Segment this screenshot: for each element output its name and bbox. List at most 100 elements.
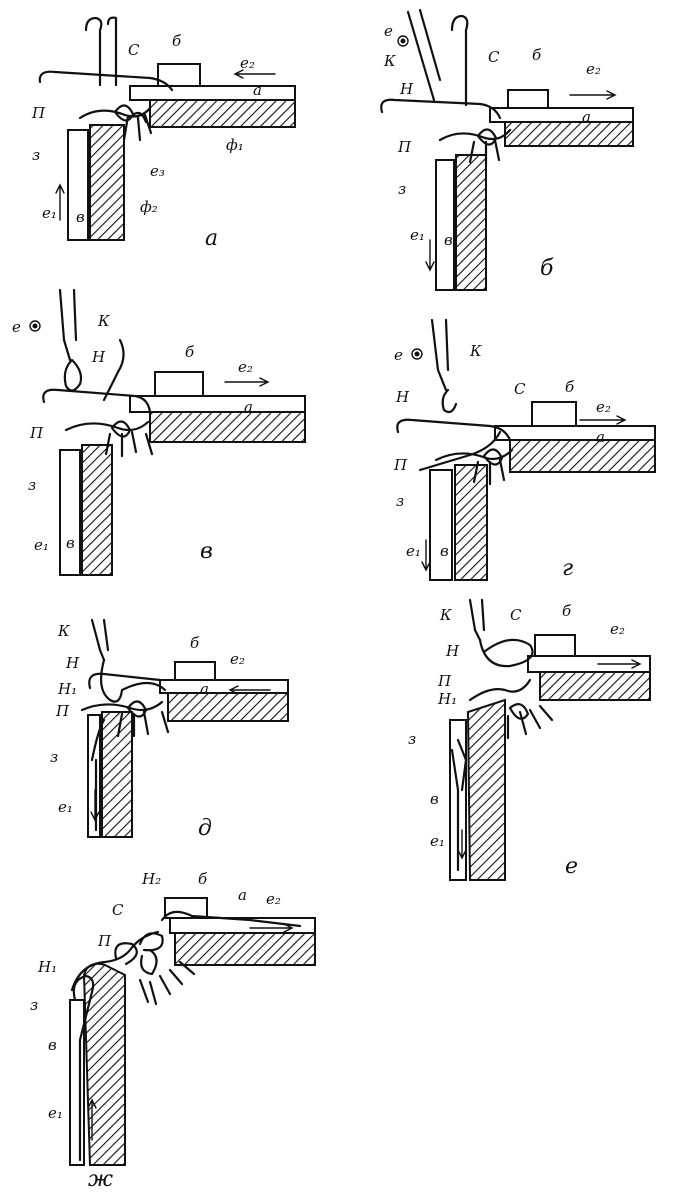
label-S: С [128, 41, 140, 59]
panel-c: е К Н б е₂ а П з е₁ в в [12, 288, 306, 576]
label-N2: Н₂ [141, 870, 161, 888]
sinker-hook [88, 672, 162, 690]
motion-arrow-e2 [249, 923, 294, 933]
label-S: С [488, 48, 500, 66]
label-z: з [28, 476, 36, 494]
label-K: К [57, 622, 70, 640]
motion-arrow-e1 [425, 239, 435, 272]
label-N: Н [445, 642, 460, 660]
panel-caption: ж [88, 1167, 113, 1192]
panel-b: е К Н С б е₂ а П з е₁ в б [380, 8, 634, 291]
latch-needle [84, 16, 118, 87]
label-a: а [582, 108, 591, 126]
sinker-hook [38, 70, 174, 92]
label-N: Н [91, 348, 106, 366]
label-z: з [398, 180, 406, 198]
panel-caption: в [200, 539, 213, 564]
panel-g: Н₂ б а е₂ С П Н₁ з в е₁ ж [30, 870, 316, 1192]
sinker-hook [396, 418, 512, 442]
label-z: з [396, 492, 404, 510]
panel-f: К Н С б е₂ П Н₁ з в е₁ е [408, 598, 651, 881]
label-e1: е₁ [48, 1104, 63, 1122]
label-P: П [55, 702, 70, 720]
label-S: С [514, 380, 526, 398]
yarn-loop-N [63, 358, 83, 392]
vertical-needle-bed [429, 464, 488, 581]
label-b: б [198, 870, 208, 888]
horizontal-needle-bed [129, 395, 306, 443]
yarn-loops [438, 128, 512, 166]
yarn-carrier [406, 8, 442, 102]
cam-block [174, 661, 216, 681]
label-e1: е₁ [410, 226, 425, 244]
horizontal-needle-bed [494, 425, 656, 473]
label-e2: е₂ [238, 358, 253, 376]
label-K: К [97, 312, 110, 330]
panel-caption: е [565, 854, 578, 879]
motion-arrow-e1 [90, 789, 100, 822]
horizontal-needle-bed [129, 85, 296, 128]
horizontal-needle-bed [489, 107, 634, 147]
label-e: е [394, 346, 403, 364]
label-v: в [444, 231, 453, 249]
label-e2: е₂ [596, 398, 611, 416]
label-N: Н [395, 388, 410, 406]
label-e: е [384, 22, 393, 40]
label-K: К [383, 52, 396, 70]
label-a: а [253, 81, 262, 99]
label-f2: ф₂ [140, 198, 158, 216]
label-a: а [238, 886, 247, 904]
panel-a: С б е₂ а П з е₃ ф₁ е₁ в ф₂ а [31, 16, 296, 251]
label-P: П [393, 456, 408, 474]
label-b: б [565, 378, 575, 396]
motion-arrow-e1 [457, 829, 467, 860]
label-P: П [97, 932, 112, 950]
latch-needle [102, 338, 125, 402]
label-v: в [66, 534, 75, 552]
motion-arrow-e1 [421, 539, 431, 572]
yarn-loop-N1 [99, 658, 167, 703]
label-v: в [48, 1036, 57, 1054]
label-f1: ф₁ [226, 136, 244, 154]
yarn-guide-eye [397, 35, 409, 47]
label-v: в [76, 208, 85, 226]
motion-arrow-e1 [87, 1098, 97, 1141]
label-e1: е₁ [42, 204, 57, 222]
cam-block [531, 401, 577, 427]
label-P: П [397, 138, 412, 156]
latch-needle [72, 974, 95, 1162]
label-z: з [50, 748, 58, 766]
sinker-hook [160, 910, 302, 928]
label-b: б [185, 343, 195, 361]
label-e1: е₁ [58, 798, 73, 816]
label-K: К [469, 342, 482, 360]
yarn-loops [70, 930, 196, 1006]
label-S: С [112, 901, 124, 919]
label-N: Н [65, 654, 80, 672]
yarn-loops [434, 448, 514, 486]
curved-bed [82, 962, 126, 1166]
horizontal-needle-bed [527, 655, 651, 701]
yarn-loop-N [441, 388, 458, 414]
label-z: з [408, 730, 416, 748]
label-P: П [29, 424, 44, 442]
label-a: а [596, 428, 605, 446]
label-e1: е₁ [430, 832, 445, 850]
label-e2: е₂ [266, 890, 281, 908]
motion-arrow-e2 [597, 659, 642, 669]
label-b: б [172, 32, 182, 50]
yarn-guide-eye [411, 348, 423, 360]
label-z: з [32, 146, 40, 164]
label-e1: е₁ [406, 542, 421, 560]
cam-block [164, 897, 208, 919]
label-e2: е₂ [230, 650, 245, 668]
label-v: в [430, 790, 439, 808]
label-N: Н [399, 80, 414, 98]
yarn-loops [64, 420, 154, 458]
label-S: С [510, 606, 522, 624]
vertical-needle-bed [69, 962, 126, 1166]
label-P: П [31, 104, 46, 122]
panel-caption: г [562, 556, 573, 581]
yarn-carrier [430, 318, 450, 392]
label-a: а [200, 680, 209, 698]
